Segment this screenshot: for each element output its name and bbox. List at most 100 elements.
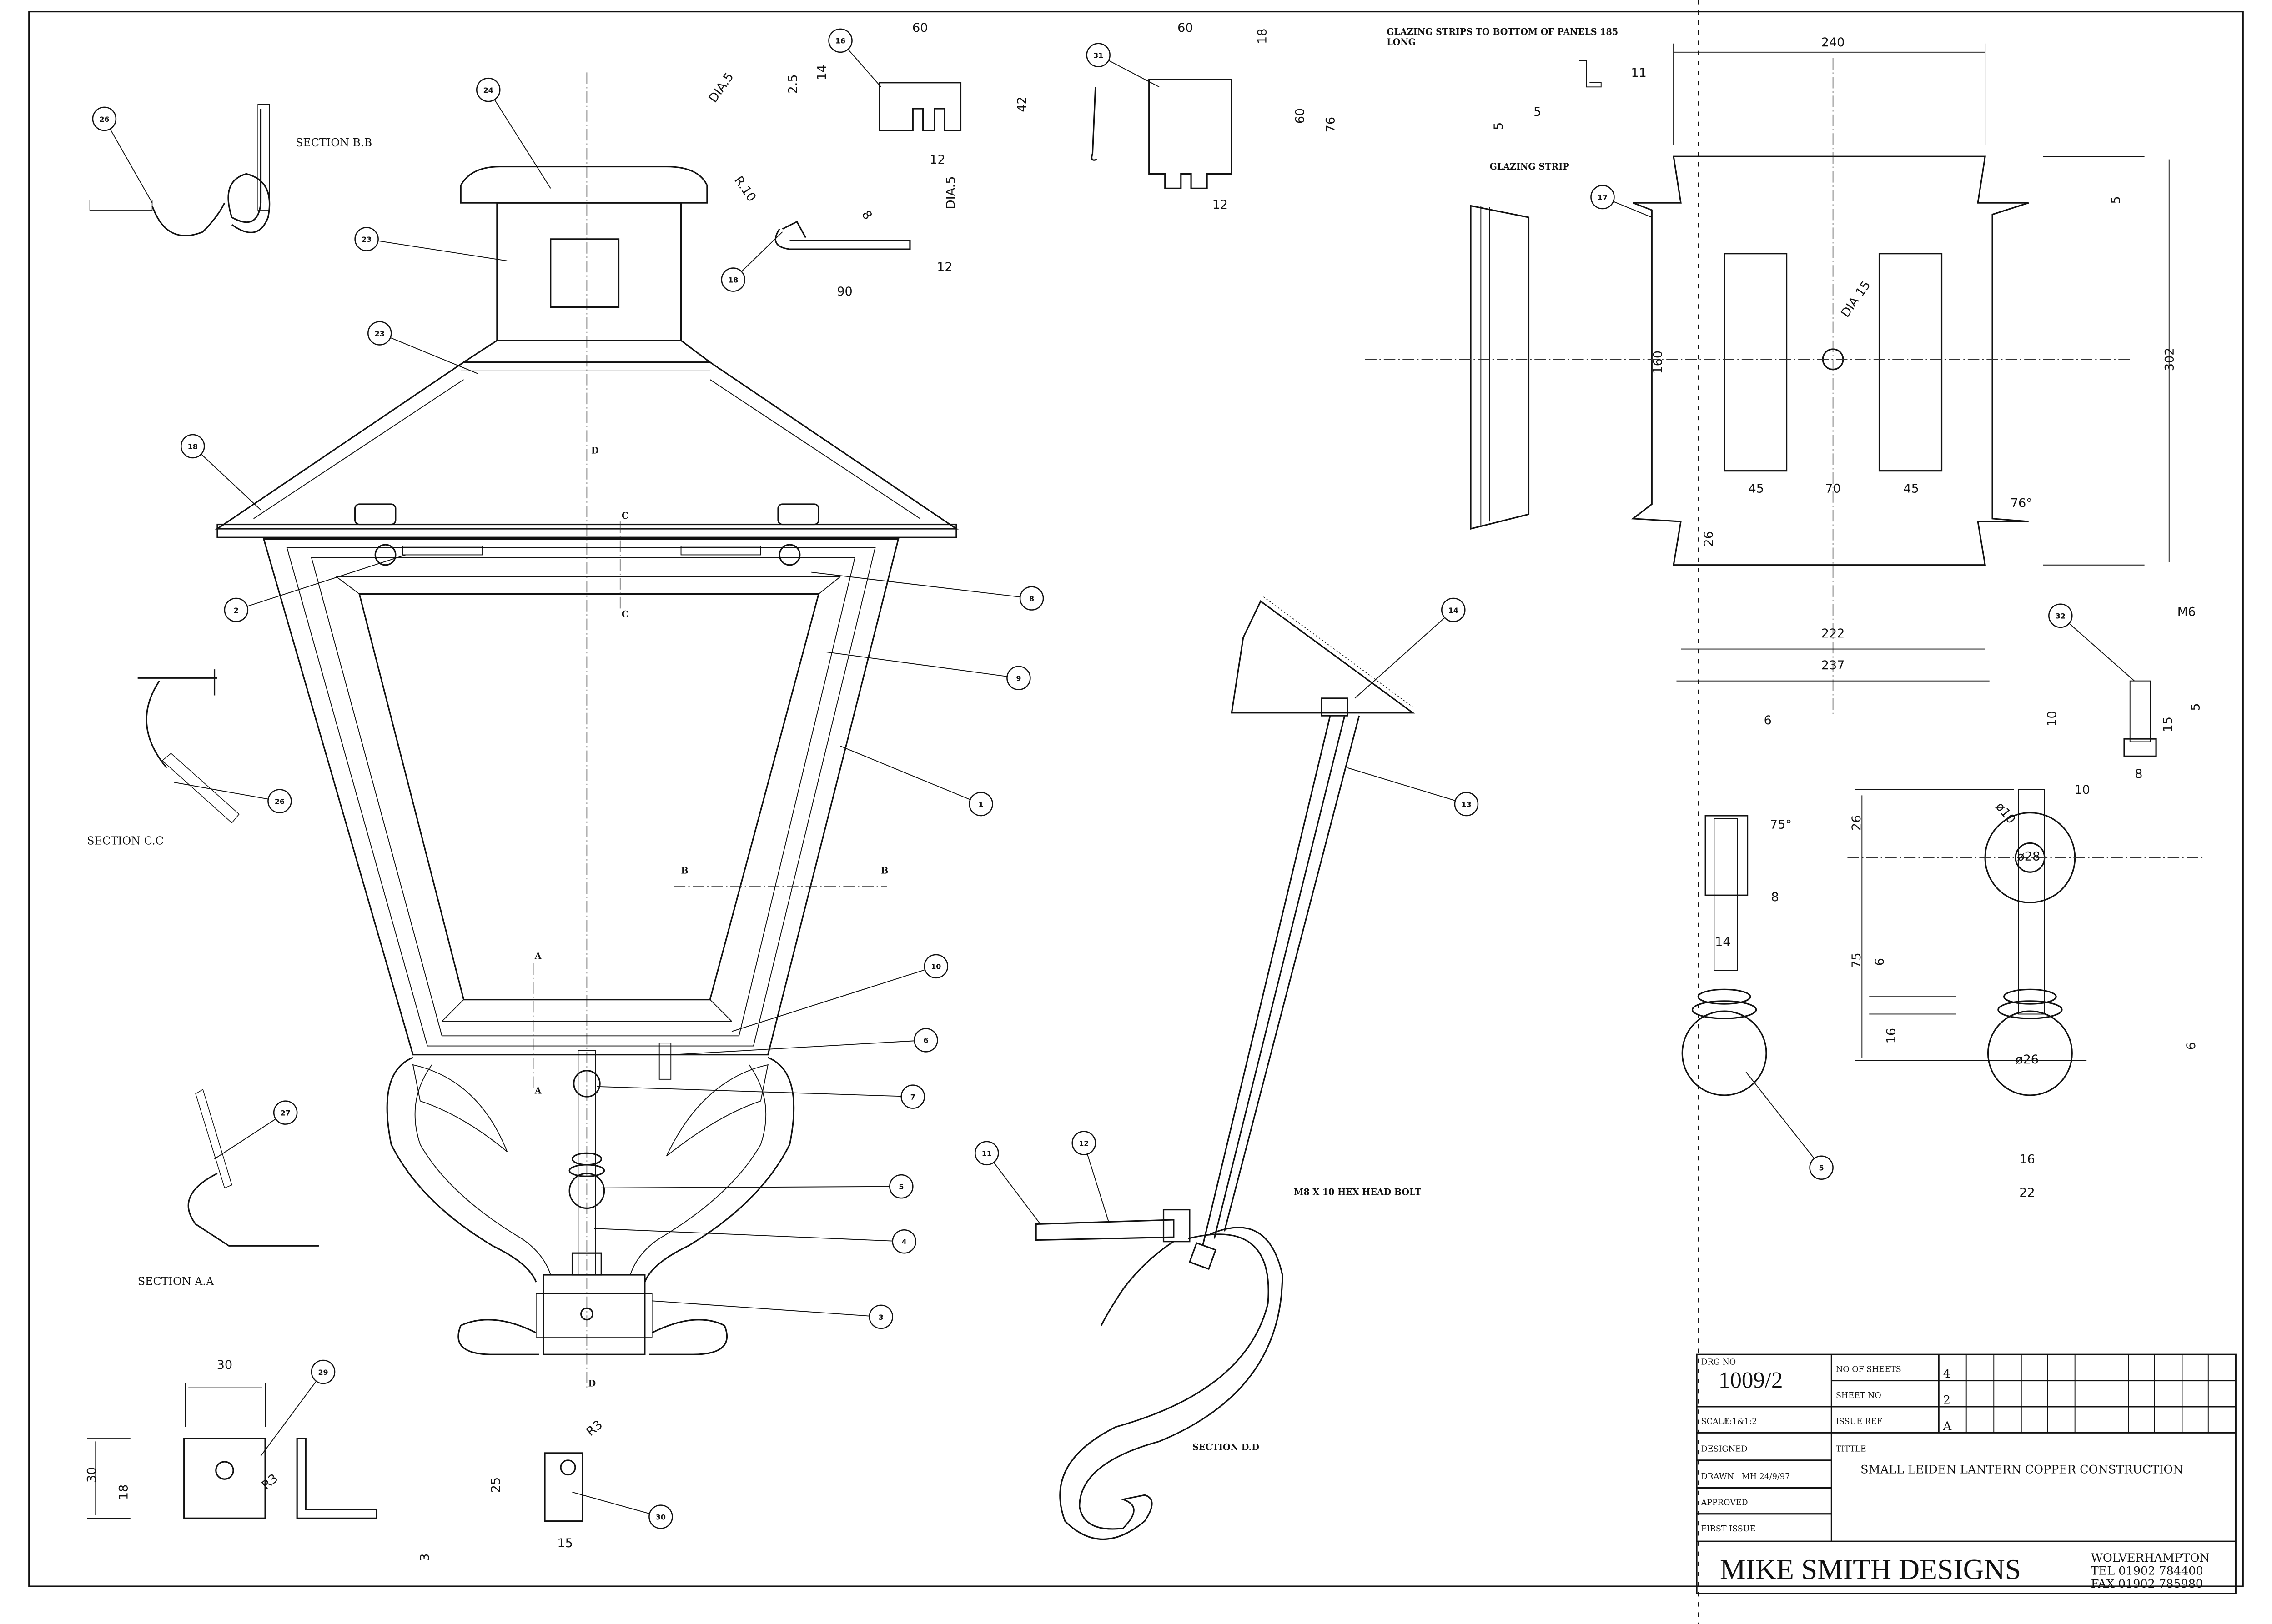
dimension-label: 18 — [116, 1484, 131, 1500]
section-marker: B — [681, 865, 689, 876]
balloon-23: 23 — [367, 321, 478, 375]
dimension-label: 45 — [1903, 481, 1919, 496]
balloon-18: 18 — [721, 231, 783, 292]
drawing-note: LONG — [1387, 37, 1416, 47]
lantern-elevation — [215, 72, 959, 1391]
dimension-label: 8 — [1771, 890, 1779, 904]
dimension-label: M6 — [2177, 605, 2196, 619]
dimension-label: 11 — [1631, 66, 1646, 80]
balloon-11: 11 — [975, 1141, 1041, 1225]
drg-no-label: DRG NO — [1701, 1358, 1736, 1367]
dimension-label: 22 — [2019, 1186, 2035, 1200]
dimension-label: 75° — [1770, 818, 1792, 832]
balloon-17: 17 — [1590, 185, 1652, 218]
dimension-label: 12 — [937, 260, 952, 274]
balloon-12: 12 — [1071, 1131, 1109, 1222]
sheet-no: 2 — [1943, 1393, 1950, 1407]
glass-panel — [358, 593, 820, 1001]
section-bb-sketch — [89, 104, 271, 236]
finial-details — [1681, 680, 2203, 1096]
balloon-3: 3 — [652, 1300, 893, 1329]
section-marker: B — [881, 865, 888, 876]
drawing-note: SECTION B.B — [296, 136, 372, 149]
bracket-section-dd — [1035, 596, 1415, 1540]
balloon-30: 30 — [572, 1492, 673, 1529]
lantern-body-frame — [262, 538, 900, 1056]
balloon-number: 10 — [931, 962, 941, 971]
dimension-label: ø10 — [1993, 800, 2019, 827]
drawing-note: SECTION A.A — [138, 1275, 214, 1288]
balloon-number: 30 — [656, 1513, 666, 1521]
dimension-label: 15 — [2161, 717, 2175, 732]
title-label: TITTLE — [1836, 1445, 1866, 1454]
issue-ref-label: ISSUE REF — [1836, 1417, 1882, 1426]
dimension-label: 76 — [1324, 117, 1338, 132]
balloon-13: 13 — [1347, 767, 1479, 817]
base-scroll-left — [386, 1057, 537, 1283]
dimension-label: 60 — [1293, 108, 1307, 124]
balloon-23: 23 — [354, 227, 508, 261]
drawing-note: GLAZING STRIPS TO BOTTOM OF PANELS 185 — [1387, 27, 1618, 37]
dimension-label: 70 — [1825, 481, 1840, 496]
balloon-1: 1 — [840, 746, 993, 817]
dimension-label: 16 — [2019, 1153, 2035, 1167]
dimension-label: 6 — [1873, 958, 1887, 966]
balloon-number: 18 — [728, 276, 738, 284]
balloon-31: 31 — [1086, 43, 1160, 88]
balloon-number: 23 — [362, 235, 372, 244]
balloon-number: 4 — [902, 1238, 907, 1246]
balloon-9: 9 — [826, 651, 1031, 691]
dimension-label: R.10 — [731, 174, 759, 205]
balloon-14: 14 — [1354, 597, 1466, 699]
balloon-16: 16 — [828, 28, 881, 87]
dimension-label: 30 — [85, 1467, 99, 1482]
dimension-label: DIA.5 — [944, 176, 958, 210]
section-aa-sketch — [187, 1088, 319, 1247]
balloon-8: 8 — [811, 571, 1044, 611]
dimension-label: ø26 — [2016, 1053, 2039, 1067]
section-marker: D — [591, 445, 599, 456]
chimney-vent — [550, 238, 620, 308]
dimension-label: 302 — [2162, 347, 2176, 371]
dimension-label: 76° — [2011, 496, 2032, 510]
dimension-label: 90 — [837, 285, 852, 299]
balloon-29: 29 — [260, 1359, 336, 1456]
panel-17-development — [1365, 43, 2170, 717]
balloon-26: 26 — [92, 106, 153, 203]
dimension-label: DIA 15 — [1838, 278, 1873, 320]
dimension-label: R3 — [259, 1471, 281, 1493]
section-cc-sketch — [137, 669, 240, 824]
section-marker: A — [534, 951, 542, 961]
dimension-label: 15 — [557, 1536, 573, 1550]
drawn-label: DRAWN — [1701, 1472, 1734, 1481]
balloon-number: 9 — [1016, 674, 1021, 683]
dimension-label: 8 — [2135, 767, 2142, 781]
drawn-value: MH 24/9/97 — [1742, 1472, 1790, 1481]
dimension-label: 5 — [1533, 105, 1541, 119]
balloon-number: 14 — [1448, 606, 1458, 615]
dimension-label: 160 — [1651, 351, 1665, 374]
dimension-label: ø28 — [2017, 850, 2040, 864]
balloon-26: 26 — [174, 782, 292, 813]
dimension-label: 10 — [2045, 711, 2059, 726]
section-marker: C — [622, 609, 628, 619]
section-lines — [533, 521, 887, 1090]
drawing-title: SMALL LEIDEN LANTERN COPPER CONSTRUCTION — [1860, 1463, 2183, 1477]
balloon-18: 18 — [181, 434, 261, 511]
approved-label: APPROVED — [1701, 1499, 1748, 1508]
company-tel: TEL 01902 784400 — [2091, 1564, 2203, 1578]
balloon-number: 26 — [99, 115, 109, 124]
glazing-strip-drawing — [1470, 60, 1602, 530]
issue-ref: A — [1943, 1419, 1952, 1433]
drg-no: 1009/2 — [1719, 1368, 1783, 1393]
dimension-label: 222 — [1821, 627, 1845, 641]
dimension-label: 5 — [1492, 122, 1506, 130]
balloon-number: 13 — [1461, 800, 1471, 809]
bottom-cup — [543, 1274, 646, 1355]
balloon-number: 29 — [318, 1368, 328, 1377]
balloon-number: 3 — [879, 1313, 884, 1322]
dimension-label: 10 — [2074, 783, 2090, 797]
